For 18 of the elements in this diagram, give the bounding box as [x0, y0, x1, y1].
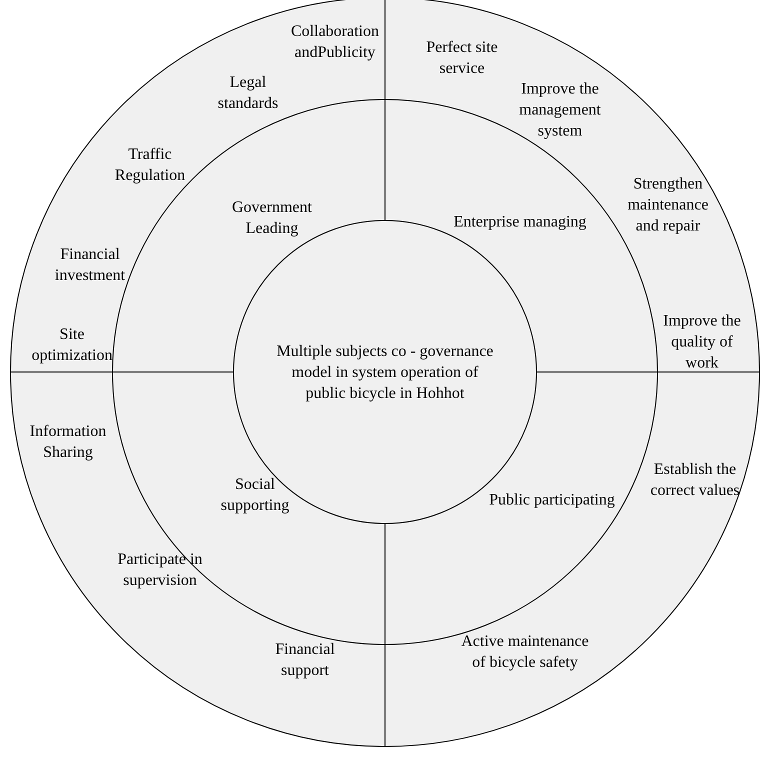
ring-label: Perfect site service — [425, 38, 499, 79]
ring-label: Site optimization — [30, 325, 114, 366]
ring-label: Active maintenance of bicycle safety — [460, 632, 590, 673]
sector-heading: Government Leading — [231, 198, 313, 239]
ring-label: Traffic Regulation — [114, 145, 186, 186]
sector-heading: Enterprise managing — [452, 212, 588, 232]
ring-label: Information Sharing — [28, 422, 108, 463]
sector-heading: Public participating — [488, 490, 616, 510]
ring-label: Financial investment — [54, 245, 126, 286]
ring-label: Legal standards — [216, 73, 280, 114]
ring-label: Collaboration andPublicity — [290, 22, 380, 63]
ring-label: Strengthen maintenance and repair — [626, 174, 710, 236]
ring-label: Financial support — [274, 640, 336, 681]
ring-label: Participate in supervision — [116, 550, 204, 591]
ring-label: Improve the quality of work — [662, 312, 742, 374]
ring-label: Establish the correct values — [650, 460, 740, 501]
ring-label: Improve the management system — [518, 80, 602, 142]
sector-heading: Social supporting — [220, 475, 290, 516]
